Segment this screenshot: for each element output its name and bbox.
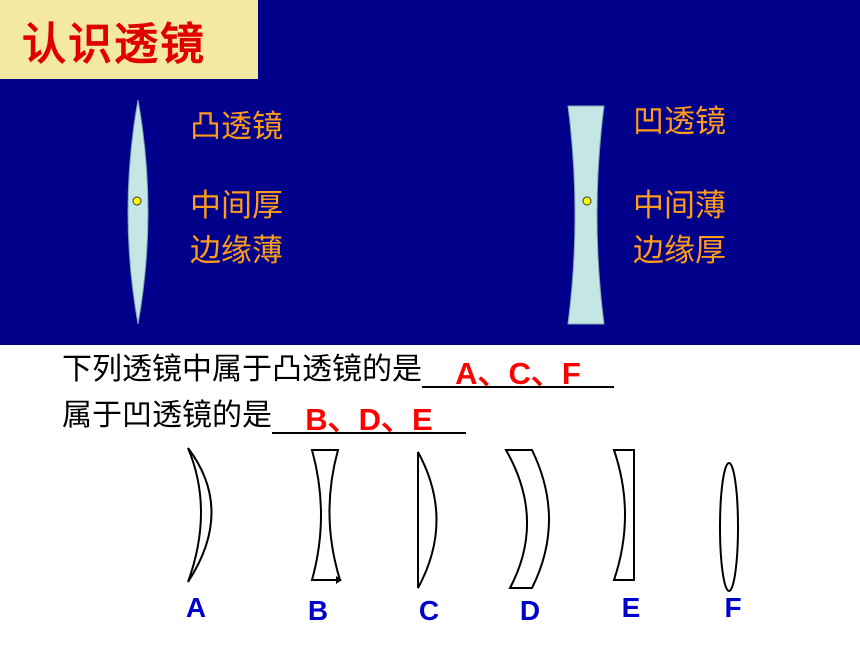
lens-option-f-shape bbox=[719, 462, 739, 592]
lens-option-b-arrowhead bbox=[336, 576, 342, 584]
question-convex: 下列透镜中属于凸透镜的是 A、C、F bbox=[62, 344, 614, 391]
lens-option-a-shape bbox=[187, 447, 213, 583]
convex-desc-line2: 边缘薄 bbox=[190, 233, 283, 269]
lens-option-label-c: C bbox=[418, 595, 440, 626]
convex-optical-center bbox=[132, 196, 142, 206]
lens-option-c-shape bbox=[417, 451, 438, 589]
lens-option-label-f: F bbox=[724, 592, 742, 623]
concave-answer: B、D、E bbox=[305, 402, 433, 437]
convex-lens-diagram bbox=[127, 99, 149, 325]
lens-option-label-b: B bbox=[307, 595, 329, 626]
lens-option-e-shape bbox=[612, 449, 635, 581]
lens-intro-panel: 认识透镜 凸透镜 中间厚 边缘薄 凹透镜 中间薄 边缘厚 bbox=[0, 0, 860, 345]
lens-option-label-e: E bbox=[621, 592, 641, 623]
question-convex-prompt: 下列透镜中属于凸透镜的是 bbox=[62, 352, 422, 387]
title-banner: 认识透镜 bbox=[0, 0, 258, 79]
lens-option-d-shape bbox=[504, 449, 550, 589]
concave-desc-line1: 中间薄 bbox=[633, 188, 726, 224]
lens-option-label-d: D bbox=[519, 595, 541, 626]
question-concave: 属于凹透镜的是 B、D、E bbox=[62, 390, 466, 437]
convex-lens-label: 凸透镜 bbox=[190, 109, 283, 145]
convex-desc-line1: 中间厚 bbox=[190, 188, 283, 224]
question-concave-prompt: 属于凹透镜的是 bbox=[62, 398, 272, 433]
concave-desc-line2: 边缘厚 bbox=[633, 233, 726, 269]
concave-answer-blank: B、D、E bbox=[272, 398, 466, 437]
lens-option-label-a: A bbox=[185, 592, 207, 623]
lens-option-b-shape bbox=[310, 449, 342, 581]
convex-answer: A、C、F bbox=[455, 356, 581, 391]
lens-options-diagram bbox=[187, 447, 739, 592]
concave-lens-label: 凹透镜 bbox=[633, 104, 726, 140]
slide-title: 认识透镜 bbox=[22, 18, 206, 70]
convex-answer-blank: A、C、F bbox=[422, 352, 614, 391]
concave-optical-center bbox=[582, 196, 592, 206]
concave-lens-diagram bbox=[567, 105, 605, 325]
